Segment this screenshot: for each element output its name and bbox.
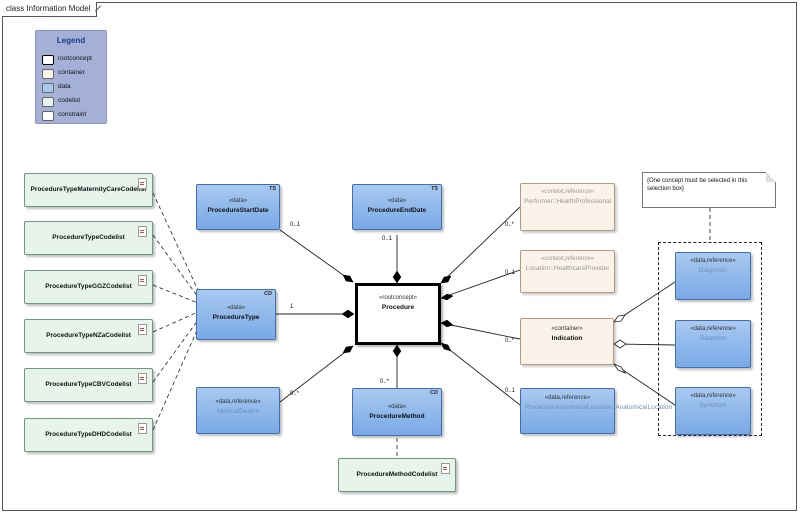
codelist-maternitycare[interactable]: ProcedureTypeMaternityCareCodelist [24,173,153,207]
legend-label: codelist [58,97,81,104]
stereotype: «container» [551,326,583,332]
datatype-tag: TS [430,186,438,192]
stereotype: «data,reference» [690,258,736,264]
legend-label: data [58,83,71,90]
dependency-line [152,327,199,431]
codelist-proceduretype[interactable]: ProcedureTypeCodelist [24,221,153,255]
document-icon [441,463,450,474]
stereotype: «rootconcept» [378,295,418,301]
stereotype: «data,reference» [690,326,736,332]
document-icon [138,324,147,335]
multiplicity-location: 0..1 [505,270,516,276]
node-proceduretype[interactable]: CD «data» ProcedureType [196,289,276,340]
document-icon [138,373,147,384]
node-name: Indication [551,335,583,342]
multiplicity-start: 0..1 [290,222,301,228]
stereotype: «data» [387,404,407,410]
codelist-name: ProcedureTypeMaternityCareCodelist [30,186,147,193]
document-icon [138,178,147,189]
node-indication[interactable]: «container» Indication [520,318,614,365]
legend-title: Legend [56,36,86,45]
node-proceduremethod[interactable]: CD «data» ProcedureMethod [352,388,442,436]
node-name: ProcedureEndDate [367,207,427,214]
node-name: ProcedureStartDate [207,207,269,214]
node-procedureanatomicallocation[interactable]: «data,reference» ProcedureAnatomicalLoca… [520,388,673,434]
node-symptom[interactable]: «data,reference» Symptom [675,387,751,435]
stereotype: «data» [226,305,246,311]
legend-swatch [42,69,54,79]
multiplicity-end: 0..1 [382,236,393,242]
codelist-name: ProcedureTypeCodelist [52,234,125,241]
node-name: ProcedureType [212,314,260,321]
dependency-line [152,284,199,304]
stereotype: «data,reference» [215,399,261,405]
codelist-nza[interactable]: ProcedureTypeNZaCodelist [24,319,153,353]
datatype-tag: TS [268,186,276,192]
dependency-line [152,311,199,333]
legend-swatch [42,83,54,93]
constraint-note[interactable]: {One concept must be selected in this se… [642,172,776,208]
node-procedureenddate[interactable]: TS «data» ProcedureEndDate [352,184,442,230]
multiplicity-type: 1 [290,304,294,310]
node-procedurestartdate[interactable]: TS «data» ProcedureStartDate [196,184,280,230]
node-name: Location::HealthcareProvider [525,265,610,272]
node-location[interactable]: «context,reference» Location::Healthcare… [520,250,615,293]
codelist-proceduremethod[interactable]: ProcedureMethodCodelist [338,458,456,492]
codelist-name: ProcedureMethodCodelist [356,471,438,478]
stereotype: «data» [228,198,248,204]
node-name: ProcedureMethod [369,413,425,420]
selection-box [658,242,762,436]
node-name: Reaction [700,335,726,342]
node-name: MedicalDevice [216,408,260,415]
legend-label: rootconcept [58,55,92,62]
legend-label: container [58,69,85,76]
datatype-tag: CD [430,390,438,396]
codelist-name: ProcedureTypeCBVCodelist [45,381,132,388]
node-diagnosis[interactable]: «data,reference» Diagnosis [675,252,751,300]
stereotype: «data,reference» [690,393,736,399]
stereotype: «data» [387,198,407,204]
node-name: Procedure [381,304,415,311]
node-medicaldevice[interactable]: «data,reference» MedicalDevice [196,387,280,434]
node-procedure-root[interactable]: «rootconcept» Procedure [355,283,441,345]
node-name: Symptom [699,402,727,409]
dependency-line [152,234,199,298]
legend-swatch [42,97,54,107]
multiplicity-method: 0..* [380,379,390,385]
codelist-cbv[interactable]: ProcedureTypeCBVCodelist [24,368,153,402]
document-icon [138,226,147,237]
stereotype: «context,reference» [540,189,595,195]
multiplicity-anatomical: 0..1 [505,388,516,394]
diagram-frame-title: class Information Model [2,2,98,17]
node-name: Performer::HealthProfessional [523,198,612,205]
dependency-line [152,319,199,383]
document-icon [138,275,147,286]
codelist-name: ProcedureTypeDHDCodelist [45,431,132,438]
codelist-dhd[interactable]: ProcedureTypeDHDCodelist [24,418,153,452]
node-name: Diagnosis [698,267,728,274]
codelist-name: ProcedureTypeGGZCodelist [45,283,132,290]
document-icon [138,423,147,434]
node-performer[interactable]: «context,reference» Performer::HealthPro… [520,183,615,231]
multiplicity-indication: 0..* [505,338,515,344]
stereotype: «data,reference» [544,395,591,401]
node-reaction[interactable]: «data,reference» Reaction [675,320,751,368]
multiplicity-device: 0..* [290,391,300,397]
codelist-ggz[interactable]: ProcedureTypeGGZCodelist [24,270,153,304]
legend-swatch [42,55,54,65]
datatype-tag: CD [264,291,272,297]
legend-swatch [42,111,54,121]
note-text: {One concept must be selected in this se… [647,178,748,192]
node-name: ProcedureAnatomicalLocation::AnatomicalL… [525,404,673,411]
legend-label: constraint [58,111,87,118]
codelist-name: ProcedureTypeNZaCodelist [46,332,131,339]
legend: Legend rootconcept container data codeli… [35,30,107,124]
stereotype: «context,reference» [540,256,595,262]
dependency-line [152,192,199,291]
multiplicity-performer: 0..* [505,222,515,228]
